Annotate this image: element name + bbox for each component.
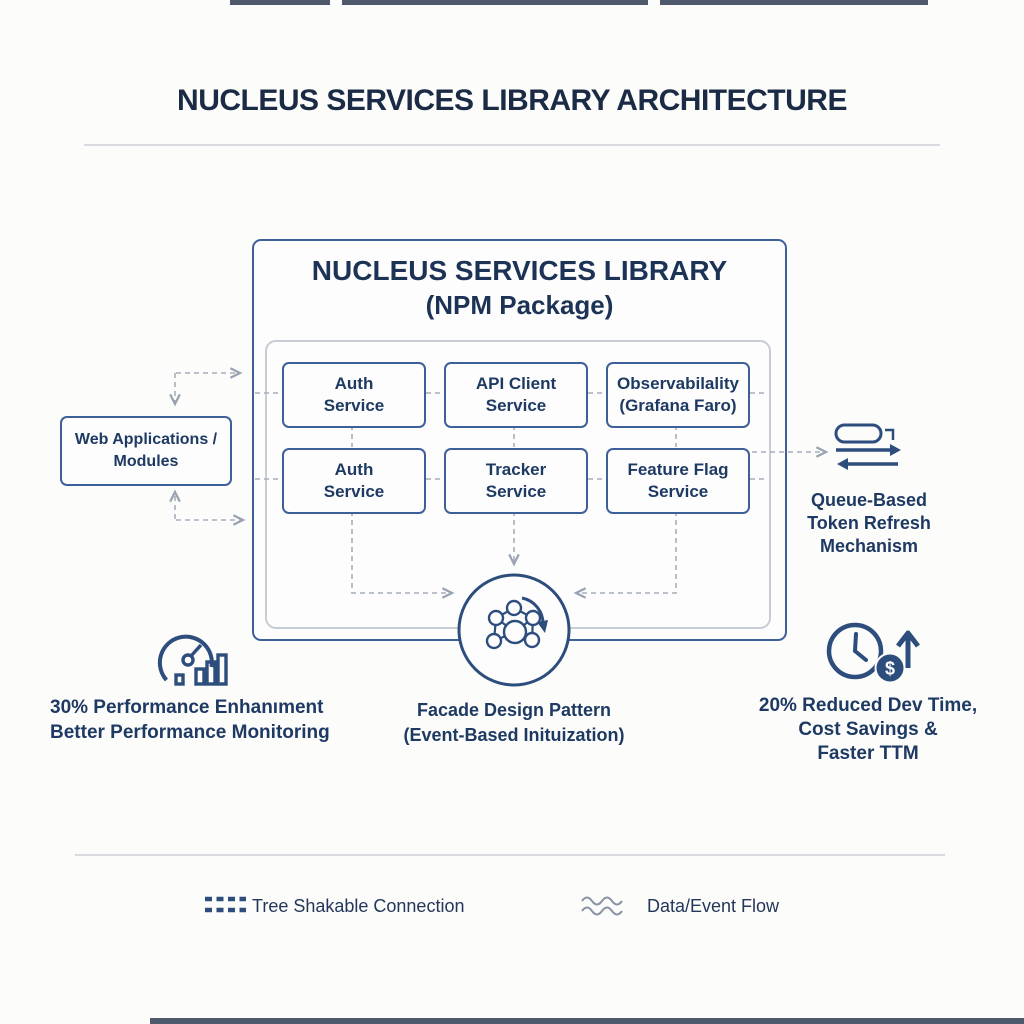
service-box-observability: Observabilality (Grafana Faro) bbox=[606, 362, 750, 428]
page-title: NUCLEUS SERVICES LIBRARY ARCHITECTURE bbox=[177, 84, 847, 117]
dollar-glyph: $ bbox=[885, 659, 895, 679]
title-divider bbox=[84, 144, 940, 146]
bottom-edge-artifact bbox=[150, 1018, 1024, 1024]
savings-note: 20% Reduced Dev Time, Cost Savings & Fas… bbox=[758, 695, 978, 764]
dashed-line-swatch bbox=[205, 896, 246, 913]
queue-note: Queue-Based Token Refresh Mechanism bbox=[807, 490, 931, 556]
legend-label-tree-shakable: Tree Shakable Connection bbox=[252, 896, 465, 916]
facade-note: Facade Design Pattern (Event-Based Initu… bbox=[403, 700, 625, 745]
service-box-auth-2: Auth Service bbox=[282, 448, 426, 514]
service-box-tracker: Tracker Service bbox=[444, 448, 588, 514]
service-box-feature-flag: Feature Flag Service bbox=[606, 448, 750, 514]
web-applications-box: Web Applications / Modules bbox=[60, 416, 232, 486]
service-box-api-client: API Client Service bbox=[444, 362, 588, 428]
facade-network-icon bbox=[457, 573, 571, 687]
library-subtitle: (NPM Package) bbox=[425, 290, 614, 320]
top-edge-artifact bbox=[660, 0, 928, 5]
wavy-line-swatch bbox=[581, 896, 623, 916]
legend-divider bbox=[75, 854, 945, 856]
queue-exchange-icon bbox=[834, 423, 901, 470]
gauge-chart-icon bbox=[157, 634, 228, 686]
top-edge-artifact bbox=[342, 0, 648, 5]
clock-dollar-icon: $ bbox=[826, 622, 920, 684]
library-title: NUCLEUS SERVICES LIBRARY bbox=[311, 255, 728, 286]
performance-note: 30% Performance Enhanıment Better Perfor… bbox=[50, 697, 330, 743]
service-box-auth-1: Auth Service bbox=[282, 362, 426, 428]
top-edge-artifact bbox=[230, 0, 330, 5]
legend-label-data-event-flow: Data/Event Flow bbox=[647, 896, 780, 916]
